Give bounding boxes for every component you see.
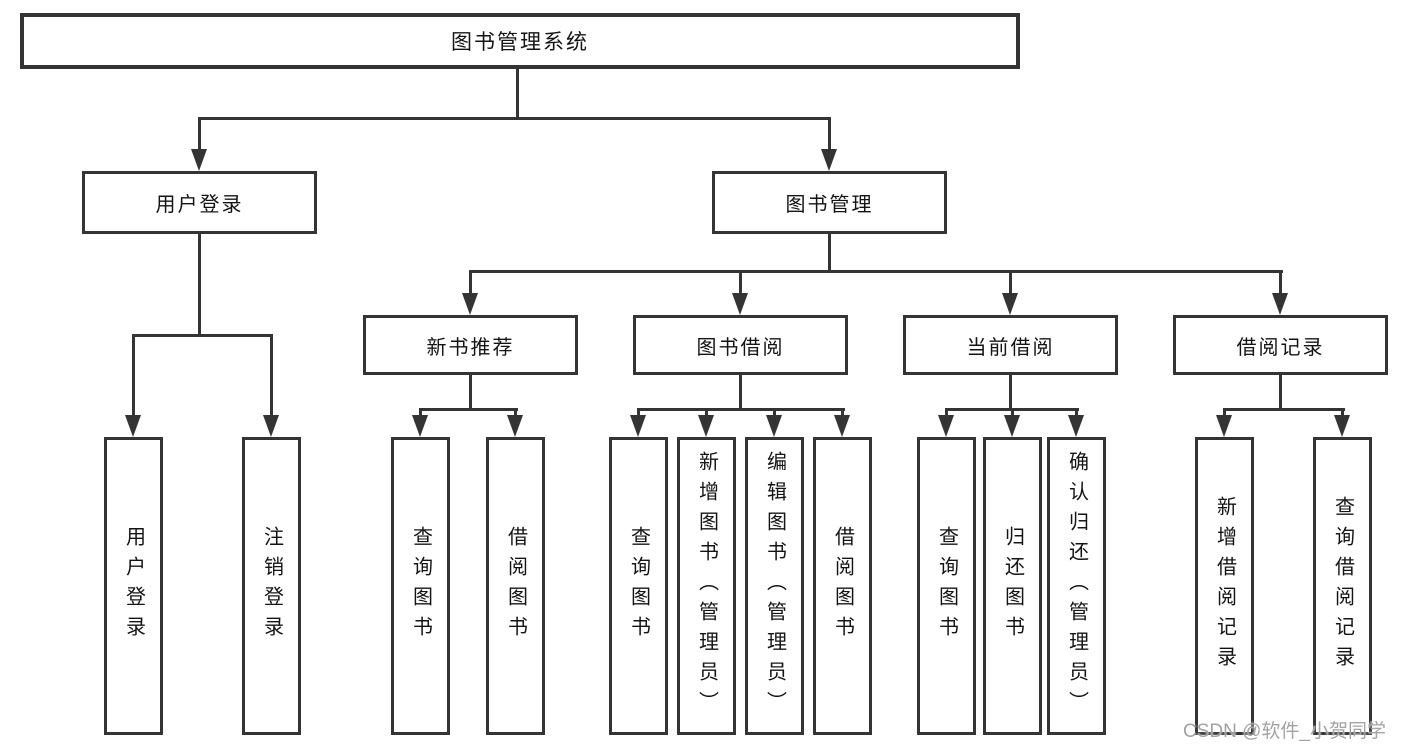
connector-line <box>1075 408 1078 420</box>
connector-line <box>1223 408 1345 411</box>
leaf-add-book-admin: 新增图书（管理员） <box>677 437 736 735</box>
leaf-return-books: 归还图书 <box>983 437 1042 735</box>
node-user-login: 用户登录 <box>82 171 317 234</box>
arrow-down-icon <box>834 415 850 437</box>
node-borrowing-records: 借阅记录 <box>1173 315 1388 375</box>
arrow-down-icon <box>191 149 207 171</box>
connector-line <box>419 408 422 420</box>
connector-line <box>469 270 472 296</box>
connector-line <box>637 408 845 411</box>
arrow-down-icon <box>1272 293 1288 315</box>
arrow-down-icon <box>1216 415 1232 437</box>
connector-line <box>132 334 273 337</box>
leaf-query-books-recommend: 查询图书 <box>391 437 450 735</box>
arrow-down-icon <box>698 415 714 437</box>
connector-line <box>828 234 831 273</box>
connector-line <box>516 69 519 118</box>
leaf-query-books-borrowing: 查询图书 <box>609 437 668 735</box>
connector-line <box>198 117 201 153</box>
arrow-down-icon <box>462 293 478 315</box>
connector-line <box>1009 270 1012 296</box>
arrow-down-icon <box>1002 293 1018 315</box>
leaf-edit-book-admin: 编辑图书（管理员） <box>745 437 804 735</box>
arrow-down-icon <box>1004 415 1020 437</box>
connector-line <box>198 234 201 337</box>
arrow-down-icon <box>630 415 646 437</box>
node-book-borrowing: 图书借阅 <box>633 315 848 375</box>
arrow-down-icon <box>507 415 523 437</box>
connector-line <box>1223 408 1226 420</box>
node-book-management: 图书管理 <box>712 171 947 234</box>
connector-line <box>1009 375 1012 411</box>
connector-line <box>739 270 742 296</box>
arrow-down-icon <box>125 415 141 437</box>
arrow-down-icon <box>263 415 279 437</box>
node-current-borrowing: 当前借阅 <box>903 315 1118 375</box>
leaf-user-login: 用户登录 <box>104 437 163 735</box>
leaf-query-borrow-record: 查询借阅记录 <box>1313 437 1372 735</box>
connector-line <box>1341 408 1344 420</box>
arrow-down-icon <box>1068 415 1084 437</box>
connector-line <box>637 408 640 420</box>
connector-line <box>132 334 135 418</box>
node-new-book-recommend: 新书推荐 <box>363 315 578 375</box>
leaf-logout: 注销登录 <box>242 437 301 735</box>
node-library-system: 图书管理系统 <box>20 13 1020 69</box>
connector-line <box>739 375 742 411</box>
connector-line <box>419 408 518 411</box>
connector-line <box>270 334 273 418</box>
arrow-down-icon <box>1334 415 1350 437</box>
arrow-down-icon <box>821 149 837 171</box>
arrow-down-icon <box>766 415 782 437</box>
connector-line <box>469 375 472 411</box>
connector-line <box>773 408 776 420</box>
connector-line <box>1279 270 1282 296</box>
leaf-add-borrow-record: 新增借阅记录 <box>1195 437 1254 735</box>
connector-line <box>841 408 844 420</box>
connector-line <box>198 117 831 120</box>
leaf-query-books-current: 查询图书 <box>917 437 976 735</box>
connector-line <box>1011 408 1014 420</box>
leaf-confirm-return-admin: 确认归还（管理员） <box>1047 437 1106 735</box>
connector-line <box>705 408 708 420</box>
connector-line <box>514 408 517 420</box>
leaf-borrow-books-borrowing: 借阅图书 <box>813 437 872 735</box>
connector-line <box>469 270 1283 273</box>
leaf-borrow-books-recommend: 借阅图书 <box>486 437 545 735</box>
arrow-down-icon <box>938 415 954 437</box>
connector-line <box>945 408 948 420</box>
connector-line <box>1279 375 1282 411</box>
arrow-down-icon <box>732 293 748 315</box>
connector-line <box>828 117 831 153</box>
arrow-down-icon <box>412 415 428 437</box>
csdn-watermark: CSDN @软件_小贺同学 <box>1183 721 1386 742</box>
